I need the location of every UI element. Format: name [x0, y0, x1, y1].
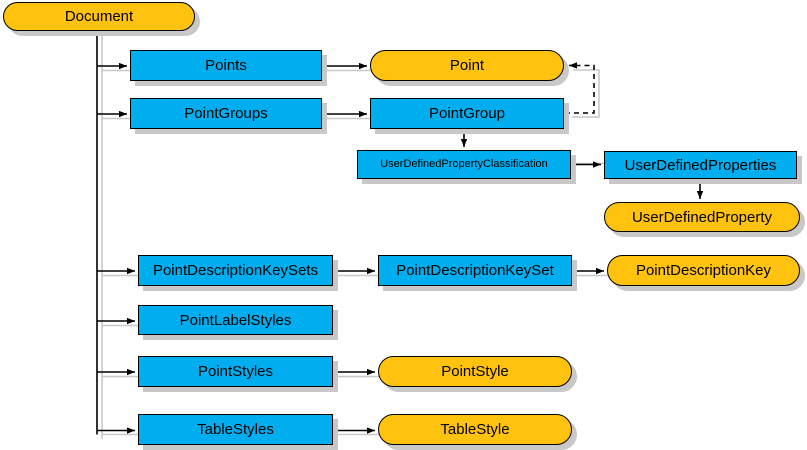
node-user-defined-property[interactable]: UserDefinedProperty [604, 202, 800, 232]
node-label-user-defined-property-classification: UserDefinedPropertyClassification [380, 159, 548, 170]
edge-pointgroup-to-point-dashed [565, 62, 595, 114]
node-point-style[interactable]: PointStyle [378, 356, 572, 387]
node-point[interactable]: Point [370, 50, 564, 81]
node-document[interactable]: Document [3, 2, 195, 31]
node-label-point-description-key: PointDescriptionKey [635, 263, 772, 278]
node-label-point: Point [449, 58, 485, 73]
node-point-description-key[interactable]: PointDescriptionKey [607, 255, 800, 286]
node-point-groups[interactable]: PointGroups [130, 98, 322, 129]
node-label-point-label-styles: PointLabelStyles [179, 312, 292, 328]
node-label-table-styles: TableStyles [197, 422, 274, 437]
node-point-group[interactable]: PointGroup [370, 98, 564, 129]
node-label-point-group: PointGroup [429, 106, 505, 121]
node-label-user-defined-properties: UserDefinedProperties [624, 157, 777, 173]
node-points[interactable]: Points [130, 50, 322, 81]
node-point-description-key-sets[interactable]: PointDescriptionKeySets [138, 255, 333, 286]
node-label-point-groups: PointGroups [184, 106, 268, 121]
node-point-label-styles[interactable]: PointLabelStyles [138, 305, 333, 335]
node-user-defined-property-classification[interactable]: UserDefinedPropertyClassification [357, 150, 571, 179]
node-label-points: Points [205, 58, 247, 73]
node-user-defined-properties[interactable]: UserDefinedProperties [604, 151, 797, 179]
node-label-point-description-key-sets: PointDescriptionKeySets [152, 263, 319, 278]
node-table-styles[interactable]: TableStyles [138, 414, 333, 445]
node-label-point-style: PointStyle [441, 364, 509, 379]
node-point-description-key-set[interactable]: PointDescriptionKeySet [378, 255, 572, 286]
node-point-styles[interactable]: PointStyles [138, 356, 333, 387]
node-label-document: Document [64, 9, 134, 24]
node-label-user-defined-property: UserDefinedProperty [631, 209, 773, 225]
node-label-point-styles: PointStyles [197, 364, 274, 379]
node-label-table-style: TableStyle [440, 422, 510, 437]
node-label-point-description-key-set: PointDescriptionKeySet [396, 263, 554, 278]
node-table-style[interactable]: TableStyle [378, 414, 572, 445]
